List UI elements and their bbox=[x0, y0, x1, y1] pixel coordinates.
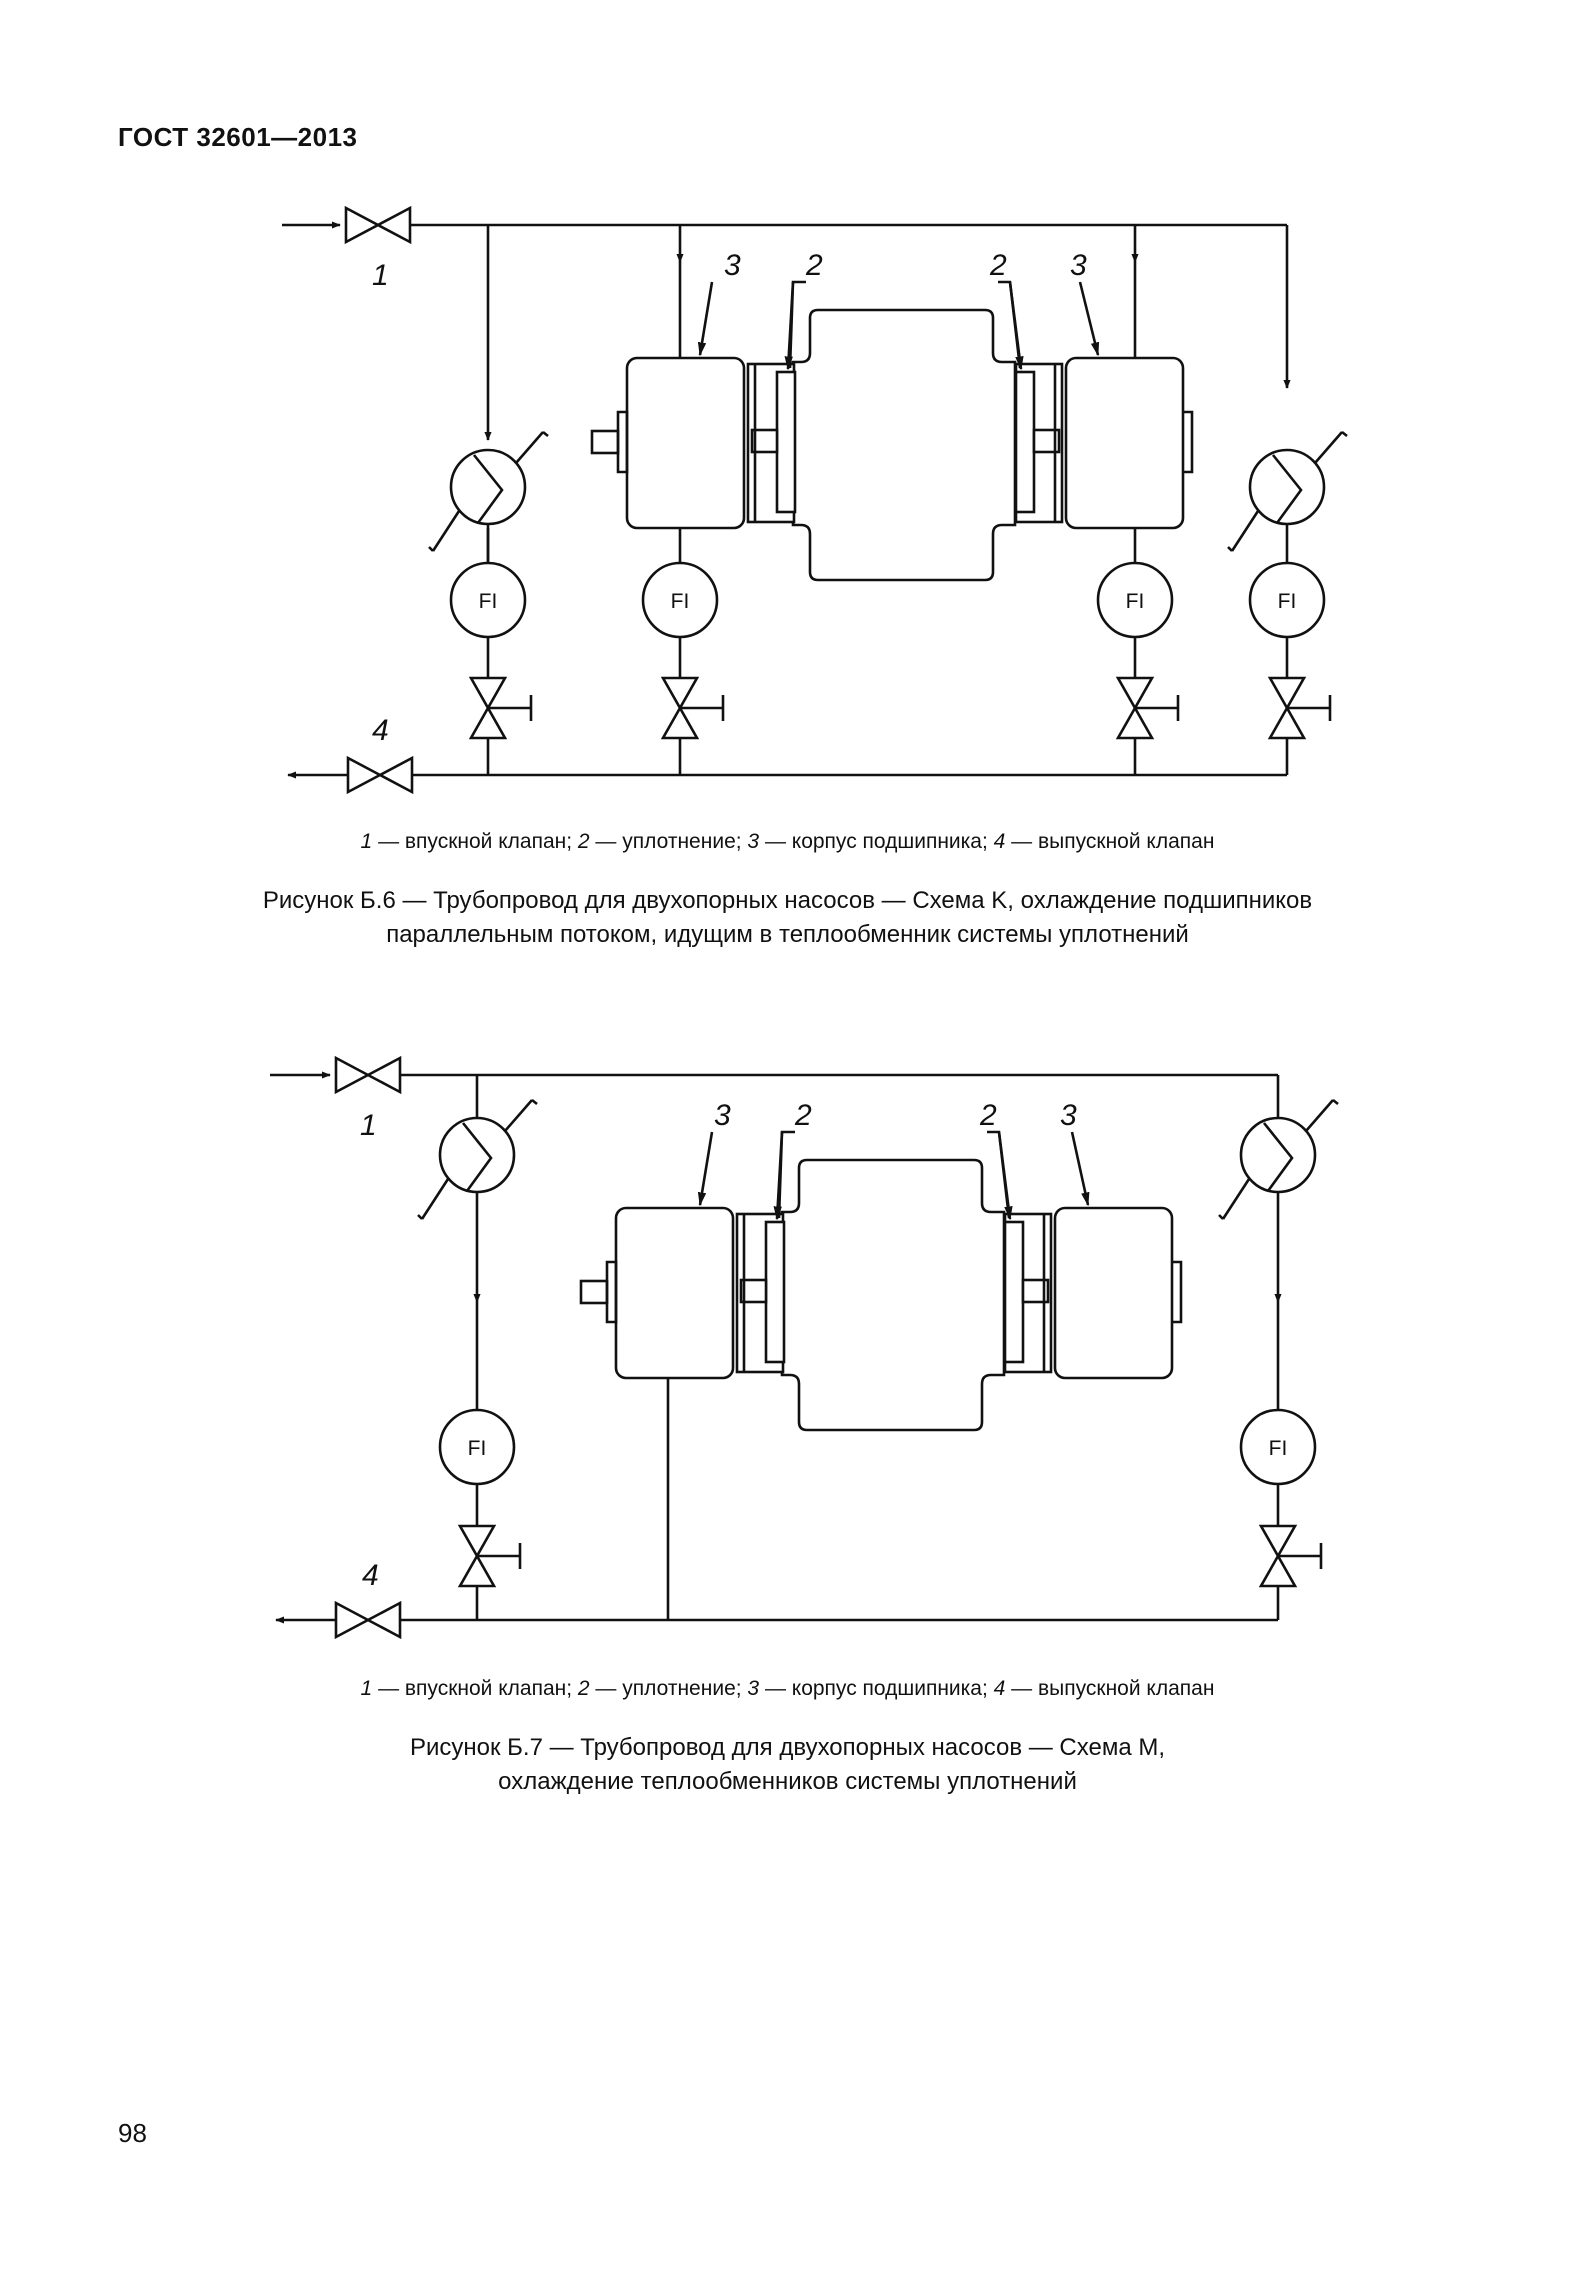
document-standard-header: ГОСТ 32601—2013 bbox=[118, 122, 358, 152]
control-valve-icon bbox=[1258, 1524, 1323, 1588]
legend-num: 2 bbox=[577, 1677, 590, 1700]
shaft-end-icon bbox=[590, 429, 620, 455]
caption-line: охлаждение теплообменников системы уплот… bbox=[498, 1768, 1077, 1795]
seal-right-icon bbox=[1014, 362, 1064, 524]
caption-line: Рисунок Б.7 — Трубопровод для двухопорны… bbox=[409, 1734, 1166, 1761]
callout-outlet: 4 bbox=[362, 1559, 379, 1592]
bearing-housing-right bbox=[1064, 356, 1185, 530]
control-valve-icon bbox=[457, 1524, 522, 1588]
callout-inlet: 1 bbox=[360, 1109, 377, 1142]
fi-label: FI bbox=[671, 590, 690, 613]
fi-label: FI bbox=[468, 1437, 487, 1460]
shaft-cap-right bbox=[1183, 410, 1194, 474]
callout-inlet: 1 bbox=[372, 259, 389, 292]
legend-text: — выпускной клапан bbox=[1005, 830, 1215, 853]
callout-seal-right: 2 bbox=[989, 249, 1007, 282]
control-valve-icon bbox=[660, 676, 725, 740]
figure-b6-diagram bbox=[282, 205, 1348, 795]
legend-num: 3 bbox=[747, 1677, 760, 1700]
legend-num: 1 bbox=[360, 830, 373, 853]
callout-seal-left: 2 bbox=[805, 249, 823, 282]
pump-casing bbox=[780, 1158, 1006, 1432]
fi-label: FI bbox=[479, 590, 498, 613]
fi-label: FI bbox=[1278, 590, 1297, 613]
outlet-valve-icon bbox=[346, 755, 414, 795]
figure-b7-diagram bbox=[270, 1055, 1339, 1640]
legend-text: — корпус подшипника; bbox=[759, 1677, 994, 1700]
legend-num: 4 bbox=[993, 830, 1006, 853]
callout-housing-right: 3 bbox=[1070, 249, 1087, 282]
control-valve-icon bbox=[1115, 676, 1180, 740]
figure6-caption: Рисунок Б.6 — Трубопровод для двухопорны… bbox=[0, 884, 1575, 952]
page-number: 98 bbox=[118, 2118, 147, 2148]
outlet-valve-icon bbox=[334, 1600, 402, 1640]
control-valve-icon bbox=[468, 676, 533, 740]
bearing-housing-left bbox=[625, 356, 746, 530]
pump-casing bbox=[791, 308, 1017, 582]
legend-num: 3 bbox=[747, 830, 760, 853]
callout-housing-right: 3 bbox=[1060, 1099, 1077, 1132]
caption-line: параллельным потоком, идущим в теплообме… bbox=[386, 921, 1189, 948]
bearing-housing-right bbox=[1053, 1206, 1174, 1380]
seal-left-icon bbox=[746, 362, 797, 524]
legend-text: — уплотнение; bbox=[589, 830, 748, 853]
callout-housing-left: 3 bbox=[714, 1099, 731, 1132]
legend-text: — впускной клапан; bbox=[372, 830, 578, 853]
legend-num: 1 bbox=[360, 1677, 373, 1700]
legend-text: — корпус подшипника; bbox=[759, 830, 994, 853]
callout-housing-left: 3 bbox=[724, 249, 741, 282]
caption-line: Рисунок Б.6 — Трубопровод для двухопорны… bbox=[262, 887, 1313, 914]
figure7-legend: 1 — впускной клапан; 2 — уплотнение; 3 —… bbox=[0, 1677, 1575, 1701]
inlet-valve-icon bbox=[344, 205, 412, 245]
legend-text: — уплотнение; bbox=[589, 1677, 748, 1700]
callout-seal-left: 2 bbox=[794, 1099, 812, 1132]
callout-outlet: 4 bbox=[372, 714, 389, 747]
legend-num: 4 bbox=[993, 1677, 1006, 1700]
seal-right-icon bbox=[1003, 1212, 1053, 1374]
inlet-valve-icon bbox=[334, 1055, 402, 1095]
figure6-legend: 1 — впускной клапан; 2 — уплотнение; 3 —… bbox=[0, 830, 1575, 854]
bearing-housing-left bbox=[614, 1206, 735, 1380]
control-valve-icon bbox=[1267, 676, 1332, 740]
figure7-caption: Рисунок Б.7 — Трубопровод для двухопорны… bbox=[0, 1731, 1575, 1799]
fi-label: FI bbox=[1269, 1437, 1288, 1460]
shaft-end-icon bbox=[579, 1279, 609, 1305]
shaft-cap-right bbox=[1172, 1260, 1183, 1324]
seal-left-icon bbox=[735, 1212, 786, 1374]
legend-text: — выпускной клапан bbox=[1005, 1677, 1215, 1700]
legend-text: — впускной клапан; bbox=[372, 1677, 578, 1700]
callout-seal-right: 2 bbox=[979, 1099, 997, 1132]
legend-num: 2 bbox=[577, 830, 590, 853]
heat-exchanger-icon bbox=[417, 1098, 538, 1220]
fi-label: FI bbox=[1126, 590, 1145, 613]
